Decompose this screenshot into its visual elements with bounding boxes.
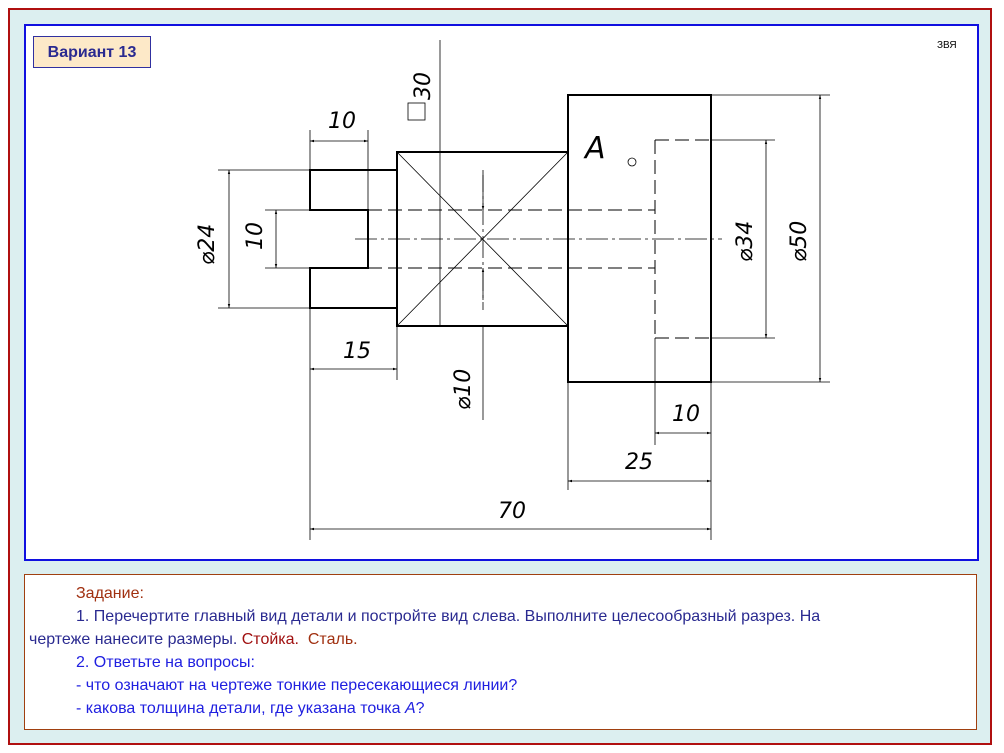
dim-diameter-10: ⌀10 (451, 369, 476, 410)
question-2-text: - какова толщина детали, где указана точ… (76, 700, 405, 717)
point-a-marker (627, 157, 637, 167)
material: Сталь. (307, 631, 358, 648)
dim-slot-10: 10 (243, 222, 268, 250)
question-2: - какова толщина детали, где указана точ… (25, 697, 976, 720)
square-symbol-icon (407, 102, 426, 121)
dim-diameter-50: ⌀50 (787, 221, 812, 262)
dim-square-30: 30 (411, 72, 436, 100)
dim-diameter-34: ⌀34 (733, 221, 758, 262)
part-name: Стойка. (241, 631, 299, 648)
dim-15: 15 (343, 339, 371, 364)
question-2-mark: ? (415, 700, 425, 717)
point-a-label: A (583, 131, 606, 166)
dim-diameter-24: ⌀24 (195, 224, 220, 265)
task-heading: Задание: (76, 585, 144, 602)
task-item-1-text: чертеже нанесите размеры. (29, 631, 238, 648)
author-code: ЗВЯ (937, 40, 957, 51)
task-item-1: 1. Перечертите главный вид детали и пост… (76, 608, 821, 625)
variant-label: Вариант 13 (33, 36, 151, 68)
task-panel: Задание: 1. Перечертите главный вид дета… (24, 574, 977, 730)
hidden-lines (368, 139, 711, 339)
question-2-point: A (405, 700, 416, 717)
dim-10-top: 10 (328, 109, 356, 134)
dim-25: 25 (625, 450, 653, 475)
task-item-2: 2. Ответьте на вопросы: (76, 654, 255, 671)
dim-70: 70 (498, 499, 526, 524)
dim-10-flange: 10 (672, 402, 700, 427)
flange (567, 94, 712, 383)
question-1: - что означают на чертеже тонкие пересек… (76, 677, 518, 694)
dimension-lines (218, 40, 830, 540)
task-item-1-cont: чертеже нанесите размеры. Стойка. Сталь. (25, 628, 976, 651)
